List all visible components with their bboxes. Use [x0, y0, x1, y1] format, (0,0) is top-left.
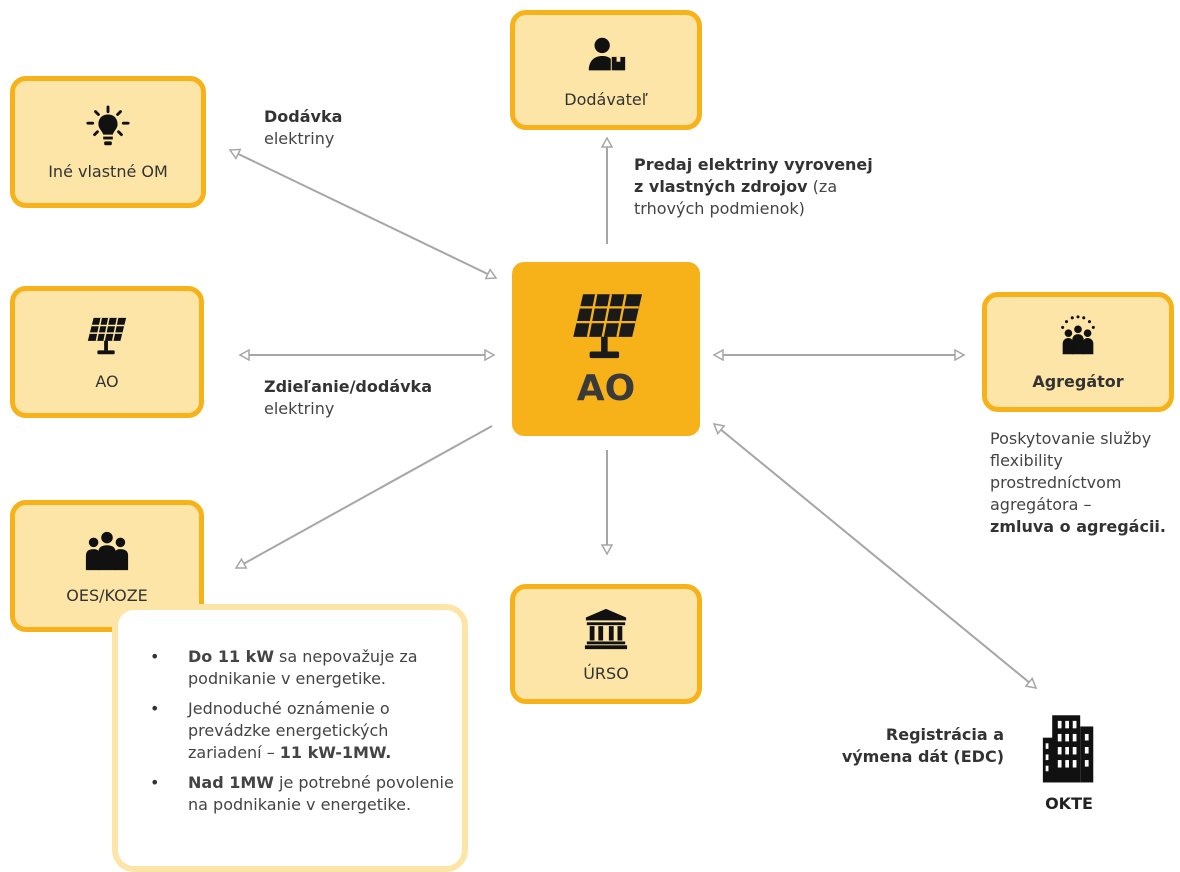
label-agregator-note: Poskytovanie služby flexibility prostred…: [990, 429, 1166, 536]
node-ine-om: Iné vlastné OM: [10, 76, 206, 208]
list-item: Nad 1MW je potrebné povolenie na podnika…: [144, 772, 454, 816]
group-icon: [1061, 314, 1095, 354]
node-okte: OKTE: [1024, 708, 1114, 813]
node-label: Dodávateľ: [564, 89, 648, 109]
node-urso: ÚRSO: [510, 584, 702, 704]
node-label: OKTE: [1045, 794, 1093, 813]
supplier-icon: [588, 37, 626, 70]
node-center-ao: AO: [512, 262, 700, 436]
edge-ine-om: [230, 150, 496, 278]
oes-note-panel: Do 11 kW sa nepovažuje za podnikanie v e…: [112, 604, 468, 872]
list-item: Jednoduché oznámenie o prevádzke energet…: [144, 698, 454, 764]
edge-okte: [714, 424, 1036, 688]
node-label: AO: [95, 371, 119, 391]
solar-panel-icon: [87, 317, 127, 354]
node-agregator: Agregátor: [982, 292, 1174, 412]
node-label: Iné vlastné OM: [48, 161, 168, 181]
edge-oes-koze: [236, 425, 493, 569]
node-ao-left: AO: [10, 286, 204, 418]
community-icon: [85, 531, 129, 570]
solar-panel-icon: [573, 294, 642, 359]
label-predaj: Predaj elektriny vyrovenej z vlastných z…: [634, 155, 873, 218]
node-dodavatel: Dodávateľ: [510, 10, 702, 130]
oes-note-list: Do 11 kW sa nepovažuje za podnikanie v e…: [144, 646, 454, 824]
node-label: Agregátor: [1032, 371, 1124, 391]
node-label: OES/KOZE: [66, 585, 148, 605]
list-item: Do 11 kW sa nepovažuje za podnikanie v e…: [144, 646, 454, 690]
building-icon: [1042, 715, 1094, 783]
node-label: AO: [576, 368, 636, 409]
institution-icon: [584, 608, 628, 649]
lightbulb-icon: [86, 104, 130, 145]
node-label: ÚRSO: [583, 663, 629, 683]
